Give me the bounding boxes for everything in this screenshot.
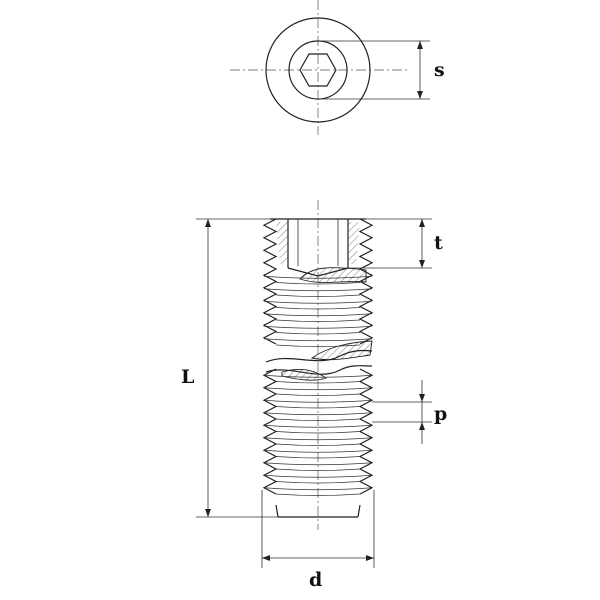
thread-root-line — [275, 468, 361, 471]
thread-crest-line — [263, 462, 373, 466]
thread-crest-line — [263, 437, 373, 441]
side-view — [262, 200, 374, 530]
thread-crest-line — [263, 424, 373, 428]
hatch-left — [276, 222, 288, 264]
thread-root-line — [275, 332, 361, 335]
thread-crest-line — [263, 449, 373, 453]
hex-socket-icon — [299, 53, 337, 87]
thread-root-line — [275, 493, 361, 496]
bottom-chamfer — [275, 504, 361, 518]
thread-crest-line — [263, 338, 373, 342]
thread-root-line — [275, 282, 361, 285]
break-line-top — [265, 349, 373, 363]
thread-root-line — [275, 381, 361, 384]
thread-root-line — [275, 418, 361, 421]
dim-t: t — [348, 218, 443, 269]
hatch-right — [348, 222, 360, 264]
outer-circle — [265, 17, 371, 123]
thread-crest-line — [263, 399, 373, 403]
thread-crest-line — [263, 313, 373, 317]
dim-d: d — [261, 490, 375, 591]
dim-L: L — [181, 218, 278, 518]
thread-root-line — [275, 294, 361, 297]
thread-crest-line — [263, 374, 373, 378]
thread-crest-line — [263, 300, 373, 304]
thread-crest-line — [263, 275, 373, 279]
thread-root-line — [275, 393, 361, 396]
thread-crest-line — [263, 474, 373, 478]
dim-label-s: s — [434, 59, 445, 81]
thread-root-line — [275, 443, 361, 446]
thread-crest-line — [263, 487, 373, 491]
thread-root-line — [275, 319, 361, 322]
thread-root-line — [275, 307, 361, 310]
thread-crest-line — [263, 387, 373, 391]
threads — [262, 218, 374, 518]
thread-root-line — [275, 406, 361, 409]
break-hatch-lower — [281, 369, 327, 381]
thread-profile-left — [262, 218, 278, 345]
thread-root-line — [275, 481, 361, 484]
thread-crest-line — [263, 325, 373, 329]
thread-root-line — [275, 344, 361, 347]
thread-crest-line — [263, 412, 373, 416]
dim-label-L: L — [181, 366, 194, 388]
dim-p: p — [372, 380, 447, 444]
thread-profile-right — [358, 218, 374, 345]
thread-crest-line — [263, 288, 373, 292]
break-line-bottom — [265, 365, 373, 375]
thread-root-line — [275, 431, 361, 434]
thread-root-line — [275, 456, 361, 459]
dim-label-p: p — [434, 403, 447, 425]
break-hatch-upper — [299, 267, 367, 283]
dim-label-t: t — [434, 232, 443, 254]
dim-s: s — [318, 40, 445, 100]
top-view — [230, 0, 410, 135]
dim-label-d: d — [309, 569, 322, 591]
